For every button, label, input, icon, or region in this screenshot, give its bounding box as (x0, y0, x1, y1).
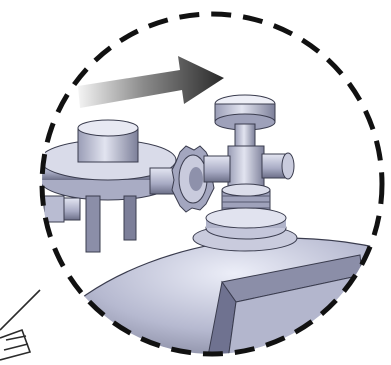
cylinder-valve (204, 95, 294, 239)
magnified-content (10, 56, 391, 365)
leader-lines (0, 290, 40, 360)
direction-arrow (78, 56, 224, 108)
